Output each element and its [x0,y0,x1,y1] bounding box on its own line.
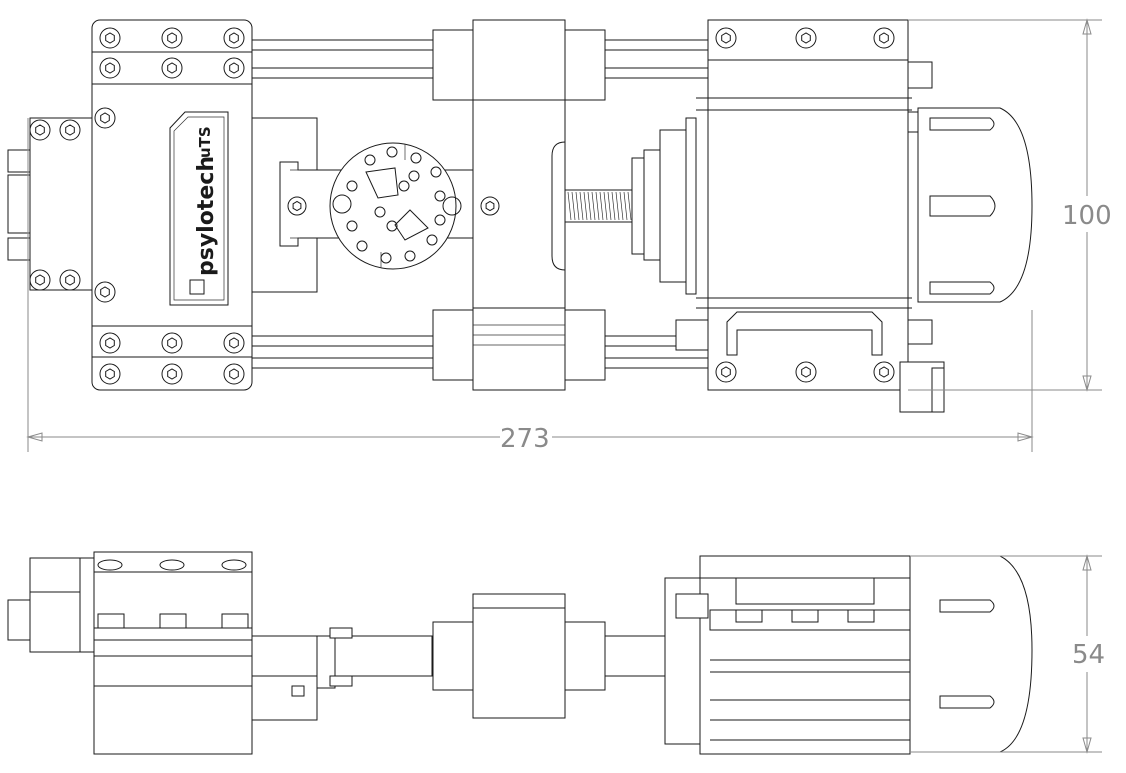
fixture-hole [404,250,416,262]
fixture-hole [408,170,420,182]
thread-line [571,191,576,221]
side-motor-end-cap [909,555,1033,753]
thread-line [575,191,580,221]
side-view-dimensions: 54 [910,554,1105,754]
hex-screw-icon [29,119,51,141]
hex-screw-icon [94,107,116,129]
fixture-hole [442,196,462,216]
side-motor-block [664,555,949,755]
hex-screw-icon [715,27,737,49]
left-connector-plate [7,97,101,309]
hex-screw-icon [29,269,51,291]
thread-line [619,191,624,221]
thread-line [579,191,584,221]
thread-line [627,191,632,221]
hex-screw-icon [480,196,500,216]
thread-line [615,191,620,221]
hex-screw-icon [873,361,895,383]
fixture-hole [364,154,376,166]
fixture-hole [386,146,398,158]
thread-line [611,191,616,221]
thread-line [587,191,592,221]
brand-logo-text: psylotech [194,156,219,276]
thread-line [567,191,572,221]
hex-screw-icon [99,332,121,354]
fixture-hole [434,214,446,226]
hex-screw-icon [223,332,245,354]
hex-screw-icon [223,363,245,385]
fixture-hole [386,220,398,232]
motor-end-cap [917,107,1033,303]
hex-screw-icon [161,332,183,354]
fixture-hole [346,220,358,232]
fixture-hole [356,240,368,252]
fixture-hole [346,180,358,192]
top-view-dimensions: 273 100 [26,18,1112,454]
thread-line [623,191,628,221]
specimen-fixture [329,142,457,270]
fixture-hole [430,166,442,178]
logo-plate: psylotech uTS [169,111,229,306]
thread-line [599,191,604,221]
thread-line [583,191,588,221]
hex-screw-icon [59,269,81,291]
motor-block [675,19,945,413]
hex-screw-icon [99,363,121,385]
hex-screw-icon [287,196,307,216]
fixture-hole [426,234,438,246]
fixture-hole [374,206,386,218]
hex-screw-icon [795,27,817,49]
screw-threads [567,191,632,221]
hex-screw-icon [873,27,895,49]
fixture-hole [332,194,352,214]
hex-screw-icon [161,363,183,385]
hex-screw-icon [715,361,737,383]
side-left-connector [7,557,95,653]
side-view [7,551,1033,755]
hex-screw-icon [223,27,245,49]
fixture-hole [380,252,392,264]
top-view-screws [29,27,895,385]
top-view: psylotech uTS [7,19,1033,413]
thread-line [595,191,600,221]
hex-screw-icon [161,57,183,79]
hex-screw-icon [94,281,116,303]
model-logo-text: uTS [196,126,214,158]
hex-screw-icon [795,361,817,383]
hex-screw-icon [59,119,81,141]
side-crosshead [432,593,606,719]
side-left-housing [93,551,253,755]
hex-screw-icon [99,27,121,49]
thread-line [591,191,596,221]
hex-screw-icon [223,57,245,79]
fixture-hole [398,180,410,192]
thread-line [603,191,608,221]
lead-screw [564,117,697,295]
hex-screw-icon [161,27,183,49]
fixture-hole [410,152,422,164]
thread-line [607,191,612,221]
hex-screw-icon [99,57,121,79]
top-view-height-dimension: 100 [1062,201,1112,231]
overall-length-dimension: 273 [500,424,550,454]
side-shaft [251,627,696,721]
fixture-hole [434,190,446,202]
side-view-height-dimension: 54 [1072,640,1105,670]
